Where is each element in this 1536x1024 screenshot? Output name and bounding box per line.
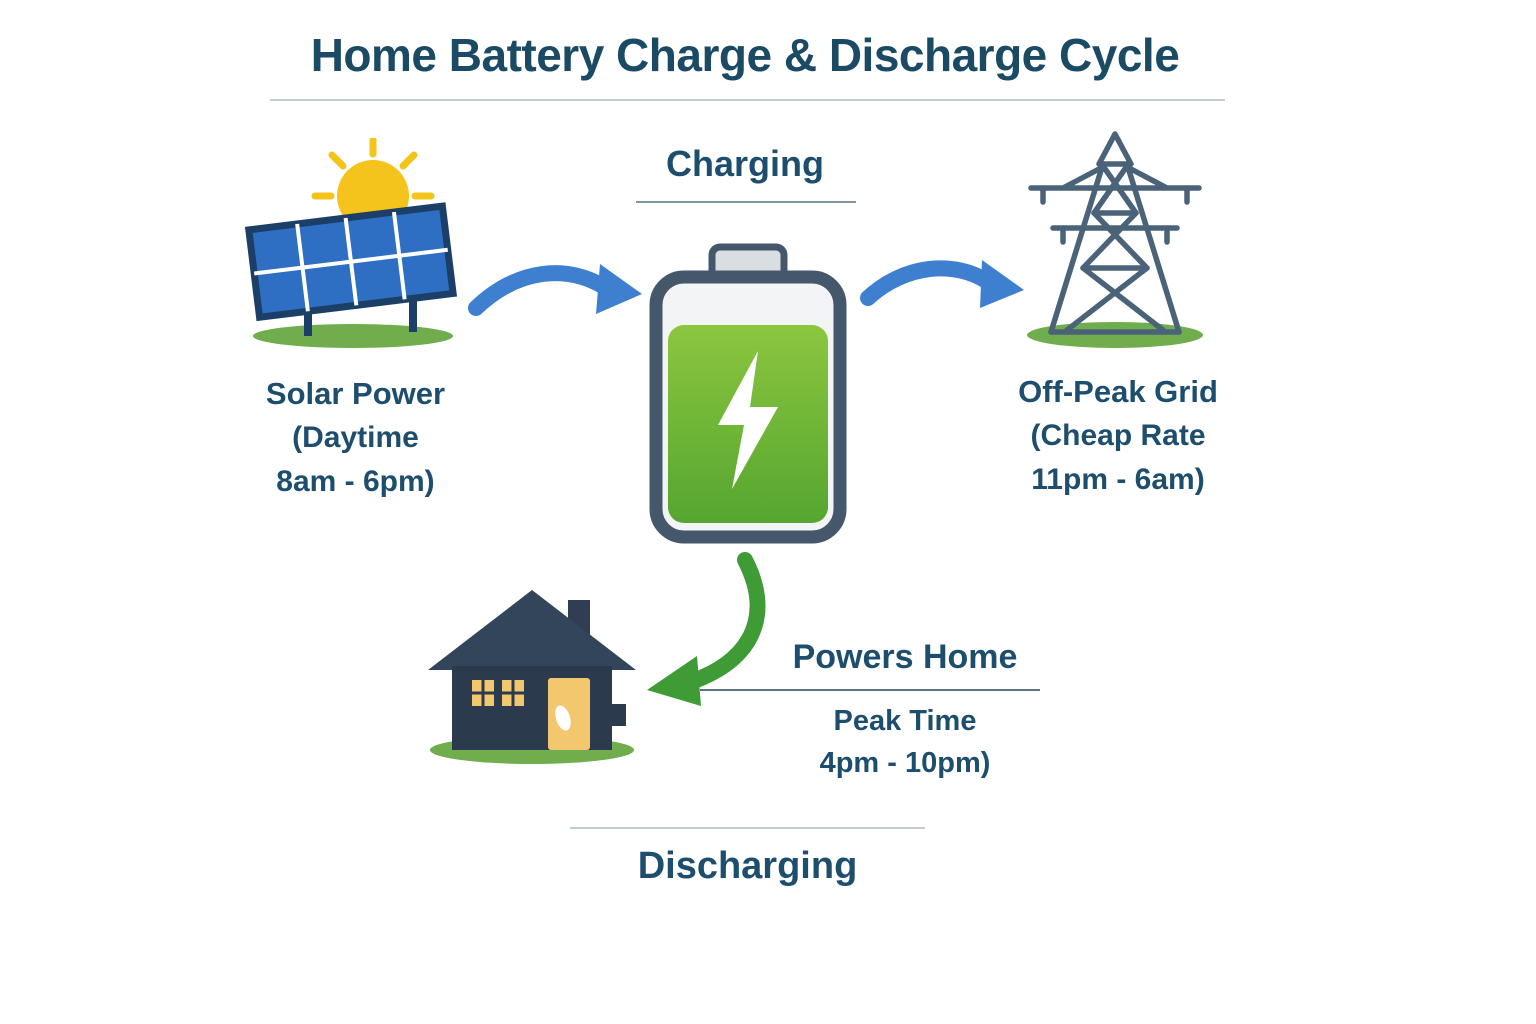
arrow-solar-to-battery-icon <box>468 250 648 328</box>
charging-label: Charging <box>666 143 824 184</box>
grid-sub1: (Cheap Rate <box>1030 419 1206 452</box>
solar-label: Solar Power <box>265 376 446 411</box>
arrow-battery-to-home-icon <box>633 552 773 720</box>
solar-panel-icon <box>233 138 473 353</box>
door-icon <box>548 678 590 750</box>
house-icon <box>420 578 645 773</box>
title-divider <box>270 99 1225 101</box>
window-icon <box>472 680 524 706</box>
discharging-label: Discharging <box>637 845 858 887</box>
home-node-text: Peak Time 4pm - 10pm) <box>760 700 1050 784</box>
solar-node-text: Solar Power (Daytime 8am - 6pm) <box>228 372 483 504</box>
home-sub2: 4pm - 10pm) <box>819 747 991 779</box>
solar-sub1: (Daytime <box>292 421 419 454</box>
grid-sub2: 11pm - 6am) <box>1031 463 1205 496</box>
transmission-tower-icon <box>1015 128 1215 350</box>
home-sub1: Peak Time <box>833 705 977 737</box>
grid-node-text: Off-Peak Grid (Cheap Rate 11pm - 6am) <box>988 370 1248 502</box>
solar-sub2: 8am - 6pm) <box>276 465 435 498</box>
page-title: Home Battery Charge & Discharge Cycle <box>310 29 1180 81</box>
battery-icon <box>648 243 848 545</box>
discharging-divider <box>570 827 925 829</box>
lightning-bolt-icon <box>718 351 778 489</box>
grid-label: Off-Peak Grid <box>1018 374 1218 409</box>
arrow-battery-to-grid-icon <box>860 248 1030 326</box>
charging-underline <box>636 201 856 203</box>
home-label: Powers Home <box>792 638 1018 676</box>
home-underline <box>700 689 1040 691</box>
